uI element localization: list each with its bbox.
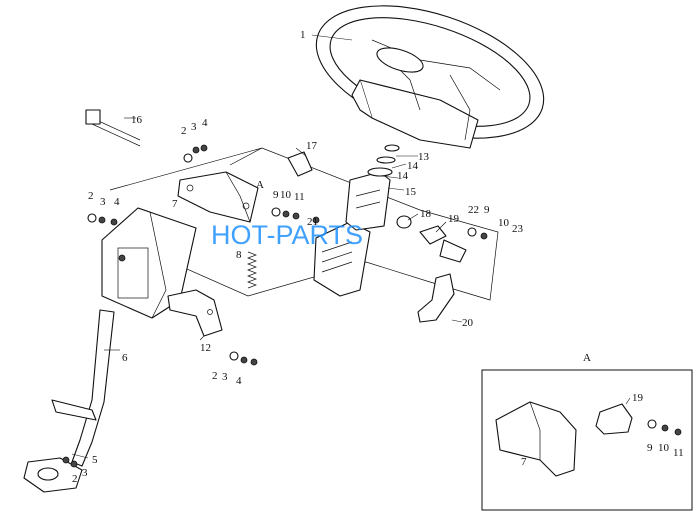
callout-13: 13 bbox=[418, 151, 430, 163]
callout-9: 9 bbox=[273, 189, 279, 201]
callout-17: 17 bbox=[306, 140, 318, 152]
bracket-12 bbox=[167, 289, 223, 337]
callout-16: 16 bbox=[131, 114, 143, 126]
callout-8: 8 bbox=[236, 249, 242, 261]
column-head-15 bbox=[345, 144, 400, 231]
callout-15: 15 bbox=[405, 186, 417, 198]
lever-20 bbox=[417, 273, 455, 323]
bracket-17 bbox=[287, 151, 313, 177]
callout-2: 2 bbox=[212, 370, 218, 382]
pivot-assembly bbox=[396, 215, 488, 263]
callout-4: 4 bbox=[202, 117, 208, 129]
callout-14: 14 bbox=[407, 160, 419, 172]
bracket-7 bbox=[177, 171, 259, 223]
callout-10: 10 bbox=[280, 189, 292, 201]
callout-2: 2 bbox=[88, 190, 94, 202]
callout-9: 9 bbox=[484, 204, 490, 216]
callout-22: 22 bbox=[468, 204, 479, 216]
callout-1: 1 bbox=[300, 29, 306, 41]
callout-3: 3 bbox=[100, 196, 106, 208]
callout-9: 9 bbox=[647, 442, 653, 454]
callout-4: 4 bbox=[236, 375, 242, 387]
mounting-plate-outline bbox=[109, 147, 499, 301]
detail-inset-box bbox=[481, 369, 693, 511]
column-upper-bracket bbox=[101, 207, 197, 319]
callout-10: 10 bbox=[498, 217, 510, 229]
callout-11: 11 bbox=[294, 191, 305, 203]
callout-10: 10 bbox=[658, 442, 670, 454]
steering-column-shaft bbox=[23, 309, 115, 493]
callout-5: 5 bbox=[92, 454, 98, 466]
callout-12: 12 bbox=[200, 342, 211, 354]
steering-wheel bbox=[315, 5, 545, 149]
callout-21: 21 bbox=[307, 216, 318, 228]
callout-2: 2 bbox=[72, 473, 78, 485]
callout-20: 20 bbox=[462, 317, 474, 329]
fasteners bbox=[62, 144, 320, 468]
callout-3: 3 bbox=[82, 467, 88, 479]
callout-A: A bbox=[256, 179, 264, 191]
watermark-text: HOT-PARTS bbox=[211, 220, 363, 250]
callout-4: 4 bbox=[114, 196, 120, 208]
callout-2: 2 bbox=[181, 125, 187, 137]
callout-3: 3 bbox=[222, 371, 228, 383]
callout-14: 14 bbox=[397, 170, 409, 182]
inset-title: A bbox=[583, 352, 591, 364]
callout-23: 23 bbox=[512, 223, 524, 235]
callout-19: 19 bbox=[632, 392, 644, 404]
callout-labels: 1 2 3 4 16 17 A 9 10 11 13 14 14 15 7 2 … bbox=[72, 29, 684, 485]
callout-6: 6 bbox=[122, 352, 128, 364]
callout-18: 18 bbox=[420, 208, 432, 220]
leader-lines bbox=[71, 34, 631, 459]
callout-19: 19 bbox=[448, 213, 460, 225]
spring-8 bbox=[247, 251, 257, 289]
callout-7: 7 bbox=[521, 456, 527, 468]
bolt-16 bbox=[85, 109, 141, 147]
callout-7: 7 bbox=[172, 198, 178, 210]
callout-3: 3 bbox=[191, 121, 197, 133]
callout-11: 11 bbox=[673, 447, 684, 459]
